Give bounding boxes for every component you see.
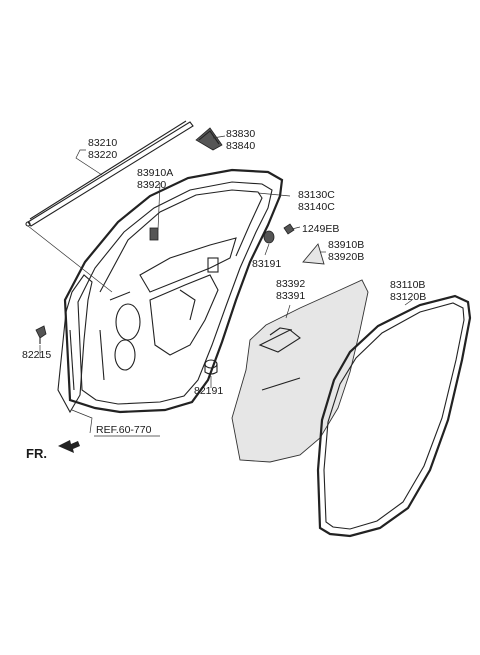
label-83920B: 83920B bbox=[328, 251, 364, 263]
label-83840: 83840 bbox=[226, 140, 255, 152]
label-82215: 82215 bbox=[22, 349, 51, 361]
plug-82191 bbox=[204, 359, 218, 375]
screw-1249EB bbox=[283, 223, 295, 235]
door-trim-panel bbox=[231, 279, 369, 463]
clip-82215 bbox=[35, 325, 47, 344]
label-83110B: 83110B bbox=[390, 279, 425, 291]
label-83910B: 83910B bbox=[328, 239, 364, 251]
triangle-trim bbox=[302, 243, 325, 265]
label-83220: 83220 bbox=[88, 149, 117, 161]
label-83140C: 83140C bbox=[298, 201, 335, 213]
label-82191: 82191 bbox=[194, 385, 223, 397]
label-83130C: 83130C bbox=[298, 189, 335, 201]
label-1249EB: 1249EB bbox=[302, 223, 339, 235]
door-body bbox=[57, 168, 284, 414]
delta-moulding bbox=[195, 127, 223, 151]
label-83210: 83210 bbox=[88, 137, 117, 149]
label-83120B: 83120B bbox=[390, 291, 426, 303]
leader-lines bbox=[27, 135, 413, 434]
front-arrow-icon bbox=[58, 440, 80, 453]
label-83830: 83830 bbox=[226, 128, 255, 140]
label-83391: 83391 bbox=[276, 290, 305, 302]
label-83920: 83920 bbox=[137, 179, 166, 191]
label-83191: 83191 bbox=[252, 258, 281, 270]
label-83392: 83392 bbox=[276, 278, 305, 290]
part-labels: 83210 83220 83830 83840 83910A 83920 831… bbox=[22, 128, 426, 461]
label-ref: REF.60-770 bbox=[96, 424, 152, 436]
clip-83191 bbox=[263, 230, 275, 244]
door-weatherstrip bbox=[316, 294, 472, 538]
label-83910A: 83910A bbox=[137, 167, 173, 179]
label-front: FR. bbox=[26, 446, 47, 461]
